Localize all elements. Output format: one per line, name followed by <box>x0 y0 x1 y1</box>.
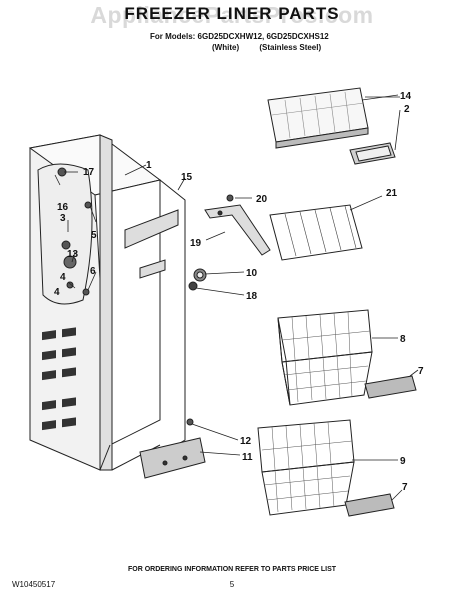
callout-6: 6 <box>90 266 96 277</box>
callout-18: 18 <box>246 291 258 302</box>
callout-12: 12 <box>240 436 252 447</box>
model-variants: (White) (Stainless Steel) <box>212 43 321 52</box>
callout-2: 2 <box>404 104 410 115</box>
screw-20 <box>226 194 234 202</box>
callout-5: 5 <box>91 230 97 241</box>
watermark: AppliancePartsPros.com <box>90 2 374 28</box>
freezer-liner <box>28 134 206 479</box>
shelf-bracket <box>204 204 271 256</box>
callout-14: 14 <box>400 91 412 102</box>
callout-17: 17 <box>83 167 95 178</box>
callout-3: 3 <box>60 213 66 224</box>
callout-8: 8 <box>400 334 406 345</box>
callout-9: 9 <box>400 456 406 467</box>
callout-4a: 4 <box>60 272 66 283</box>
basket-trim-lower <box>344 493 395 517</box>
callout-13: 13 <box>67 249 79 260</box>
leader-lines <box>54 94 419 501</box>
callout-7b: 7 <box>402 482 408 493</box>
document-number: W10450517 <box>12 580 56 589</box>
shelf-glass <box>267 87 369 149</box>
callout-19: 19 <box>190 238 202 249</box>
shelf-trim <box>349 142 396 165</box>
variant-stainless: (Stainless Steel) <box>259 43 322 52</box>
page-number: 5 <box>229 580 235 589</box>
callout-21: 21 <box>386 188 398 199</box>
wire-shelf <box>269 204 363 261</box>
ordering-note: FOR ORDERING INFORMATION REFER TO PARTS … <box>127 566 337 573</box>
callout-labels: 1 2 3 4 4 5 6 7 7 8 9 10 11 12 13 14 15 … <box>54 91 424 493</box>
callout-1: 1 <box>146 160 152 171</box>
lower-basket <box>257 419 355 516</box>
callout-15: 15 <box>181 172 193 183</box>
page-title: FREEZER LINER PARTS <box>124 4 340 23</box>
callout-20: 20 <box>256 194 268 205</box>
callout-16: 16 <box>57 202 69 213</box>
roller-assembly <box>188 268 207 291</box>
basket-trim-upper <box>364 375 417 399</box>
callout-10: 10 <box>246 268 258 279</box>
callout-4b: 4 <box>54 287 60 298</box>
upper-basket <box>277 309 373 406</box>
variant-white: (White) <box>212 43 240 52</box>
callout-11: 11 <box>242 452 253 463</box>
callout-7a: 7 <box>418 366 424 377</box>
models-line: For Models: 6GD25DCXHW12, 6GD25DCXHS12 <box>150 32 329 41</box>
